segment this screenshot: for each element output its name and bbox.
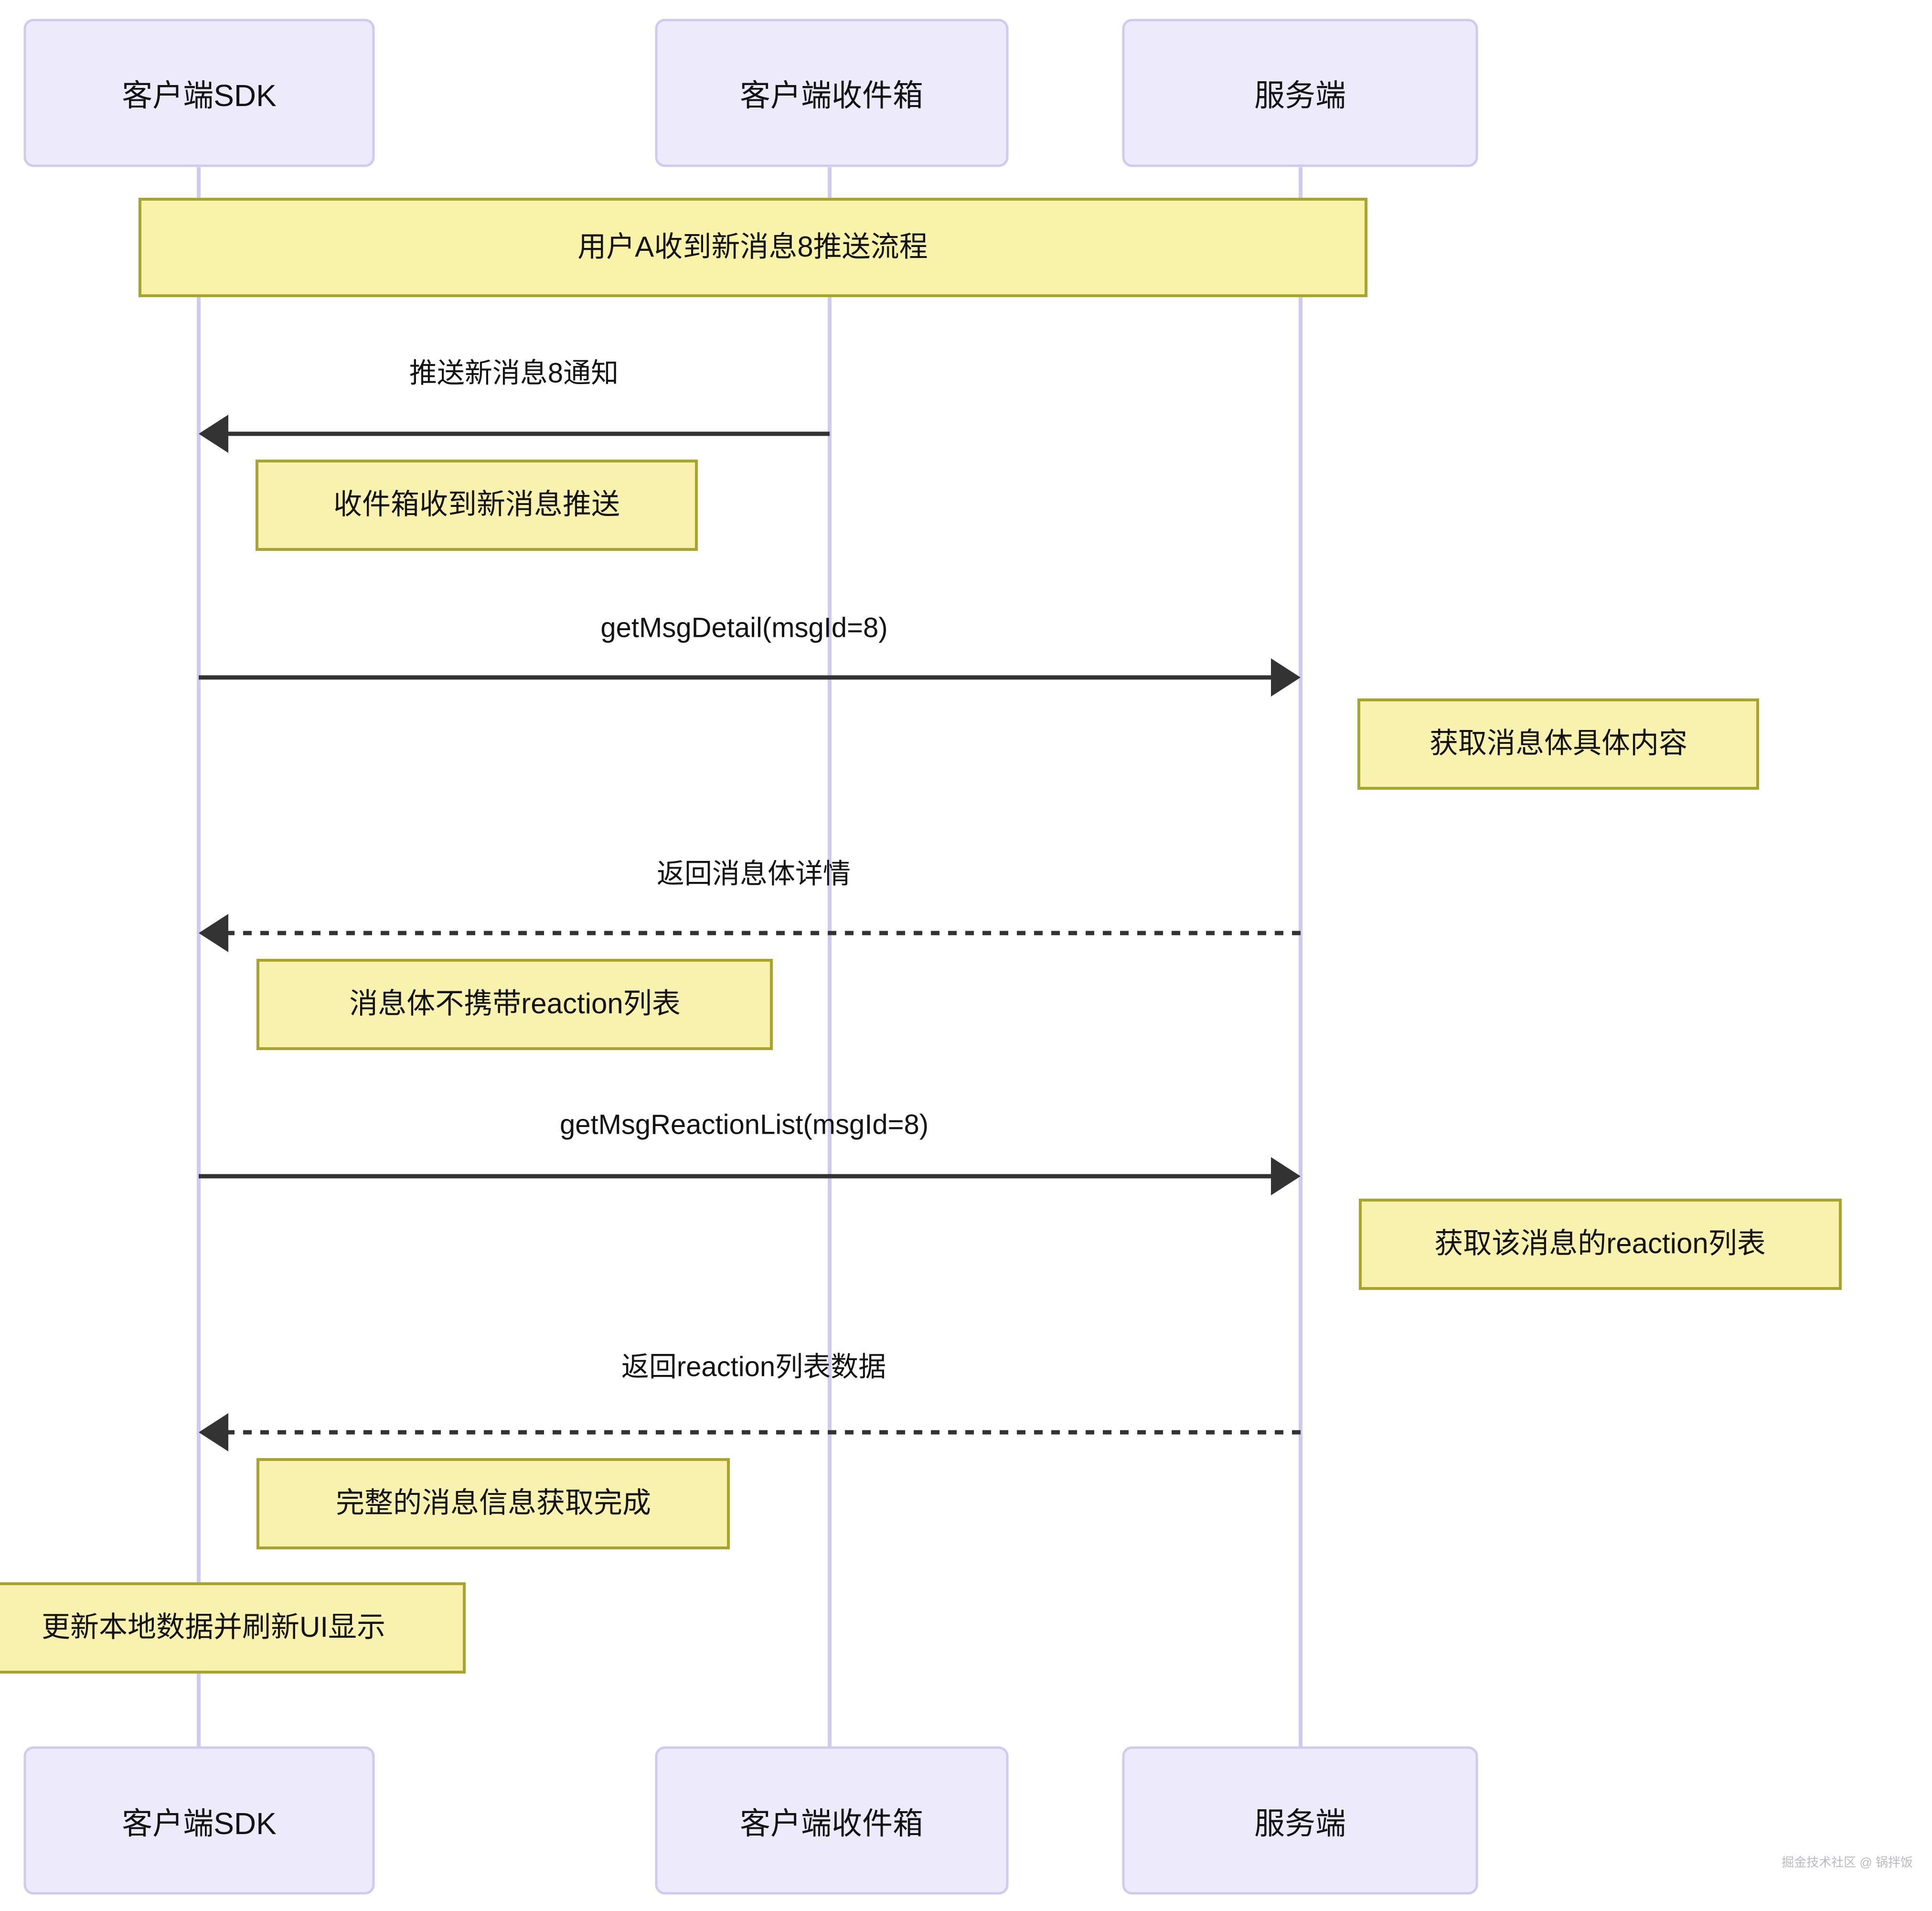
note-rect-n5 <box>256 1458 730 1549</box>
note-n5: 完整的消息信息获取完成 <box>256 1458 730 1549</box>
message-m2: getMsgDetail(msgId=8) <box>199 612 1301 697</box>
participant-footer-server[interactable]: 服务端 <box>1122 1746 1478 1895</box>
participant-label-inbox-bottom: 客户端收件箱 <box>740 1806 923 1841</box>
note-n2: 获取消息体具体内容 <box>1357 698 1759 790</box>
message-m4: getMsgReactionList(msgId=8) <box>199 1109 1301 1195</box>
note-n4: 获取该消息的reaction列表 <box>1359 1199 1842 1290</box>
title-banner: 用户A收到新消息8推送流程 <box>139 198 1367 297</box>
message-m3: 返回消息体详情 <box>199 858 1301 952</box>
participant-box-server[interactable] <box>1122 19 1478 167</box>
participant-footer-sdk[interactable]: 客户端SDK <box>23 1746 375 1895</box>
note-n3: 消息体不携带reaction列表 <box>256 959 773 1050</box>
message-arrowhead-m3 <box>199 914 228 952</box>
message-m5: 返回reaction列表数据 <box>199 1351 1301 1451</box>
note-rect-n4 <box>1359 1199 1842 1290</box>
note-rect-n6 <box>0 1582 466 1674</box>
participant-footer-inbox[interactable]: 客户端收件箱 <box>655 1746 1009 1895</box>
participant-label-sdk: 客户端SDK <box>122 78 277 113</box>
message-m1: 推送新消息8通知 <box>199 357 830 453</box>
participant-box-sdk-bottom[interactable] <box>23 1746 375 1895</box>
message-arrowhead-m5 <box>199 1413 228 1451</box>
note-rect-n3 <box>256 959 773 1050</box>
note-label-n5: 完整的消息信息获取完成 <box>336 1487 651 1519</box>
participant-box-inbox[interactable] <box>655 19 1009 167</box>
participant-header-server[interactable]: 服务端 <box>1122 19 1478 167</box>
watermark: 掘金技术社区 @ 锅拌饭 <box>1782 1855 1913 1869</box>
participant-box-server-bottom[interactable] <box>1122 1746 1478 1895</box>
message-label-m4: getMsgReactionList(msgId=8) <box>560 1109 929 1140</box>
note-label-n2: 获取消息体具体内容 <box>1430 727 1687 759</box>
message-arrowhead-m2 <box>1271 658 1301 697</box>
participant-box-inbox-bottom[interactable] <box>655 1746 1009 1895</box>
message-arrowhead-m1 <box>199 415 228 453</box>
title-banner-rect <box>139 198 1367 297</box>
note-rect-n1 <box>256 460 698 551</box>
participant-header-inbox[interactable]: 客户端收件箱 <box>655 19 1009 167</box>
message-label-m3: 返回消息体详情 <box>657 858 851 889</box>
note-label-n4: 获取该消息的reaction列表 <box>1434 1227 1765 1259</box>
participant-label-server: 服务端 <box>1254 78 1346 113</box>
participant-label-sdk-bottom: 客户端SDK <box>122 1806 277 1841</box>
lifelines-group <box>197 167 1302 1749</box>
note-n6: 更新本地数据并刷新UI显示 <box>0 1582 466 1674</box>
note-label-n6: 更新本地数据并刷新UI显示 <box>42 1611 385 1643</box>
message-label-m1: 推送新消息8通知 <box>409 357 619 388</box>
participant-header-sdk[interactable]: 客户端SDK <box>23 19 375 167</box>
message-label-m5: 返回reaction列表数据 <box>621 1351 886 1382</box>
note-label-n3: 消息体不携带reaction列表 <box>349 988 680 1020</box>
participant-label-inbox: 客户端收件箱 <box>740 78 923 113</box>
message-label-m2: getMsgDetail(msgId=8) <box>600 612 887 643</box>
participant-label-server-bottom: 服务端 <box>1254 1806 1346 1841</box>
message-arrowhead-m4 <box>1271 1157 1301 1195</box>
participant-box-sdk[interactable] <box>23 19 375 167</box>
note-n1: 收件箱收到新消息推送 <box>256 460 698 551</box>
note-label-n1: 收件箱收到新消息推送 <box>333 488 620 520</box>
title-banner-label: 用户A收到新消息8推送流程 <box>577 231 928 263</box>
note-rect-n2 <box>1357 698 1759 790</box>
